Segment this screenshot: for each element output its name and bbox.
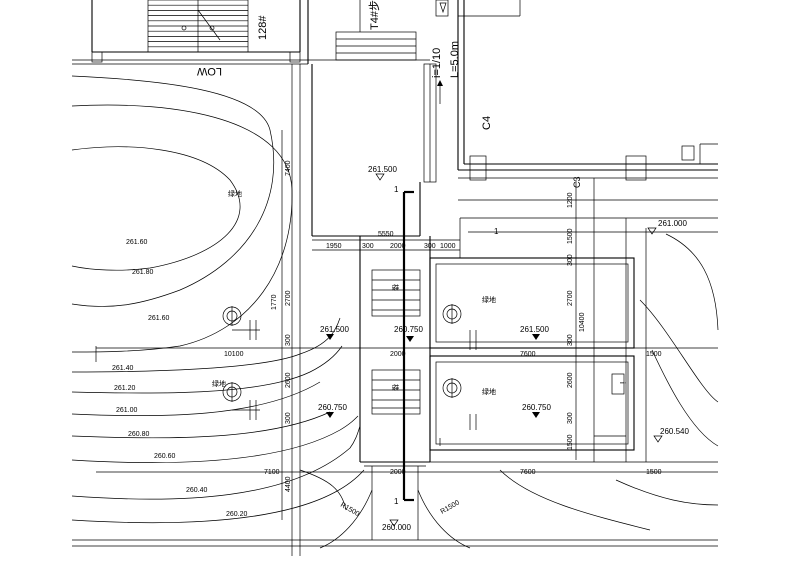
dimension-label: 300 — [567, 254, 574, 266]
contour-label: 261.20 — [114, 385, 136, 392]
dimension-label: 7100 — [264, 469, 280, 476]
section-mark-bottom: 1 — [394, 497, 399, 506]
text-labels: i=1/10 L=5.0m T4#步 128# LOW C4 C3 1 1 1 … — [196, 0, 627, 506]
section-mark-top: 1 — [394, 185, 399, 194]
dimension-label: 2600 — [285, 372, 292, 388]
dimension-label: 2000 — [390, 351, 406, 358]
elevation-label: 261.500 — [368, 165, 397, 174]
elevation-label: 261.000 — [658, 219, 687, 228]
tree-symbols — [222, 304, 462, 402]
elevation-label: 260.750 — [522, 403, 551, 412]
dimension-label: 300 — [424, 243, 436, 250]
main-walkway — [291, 64, 471, 556]
dimension-label: 1000 — [440, 243, 456, 250]
dimension-label: 300 — [285, 412, 292, 424]
tree-symbol — [222, 306, 242, 326]
tree-symbol — [442, 378, 462, 398]
contour-label: 260.20 — [226, 511, 248, 518]
dimension-label: 300 — [567, 334, 574, 346]
wall-tag-label: LOW — [196, 65, 222, 77]
green-space-label: 绿地 — [482, 387, 496, 396]
elevation-label: 260.540 — [660, 427, 689, 436]
elevation-label: 261.500 — [320, 325, 349, 334]
contour-labels: 261.60 261.80 261.60 261.40 261.20 261.0… — [112, 239, 248, 518]
column-c3-label: C3 — [572, 176, 582, 188]
stair-tag-label: T4#步 — [368, 0, 381, 30]
dimension-label: 2000 — [390, 469, 406, 476]
stair-label-b: 楼 — [391, 384, 400, 391]
contour-label: 260.80 — [128, 431, 150, 438]
dimension-label: 2000 — [390, 243, 406, 250]
dimension-label: 1500 — [567, 228, 574, 244]
dimension-label: 1200 — [567, 192, 574, 208]
drainage-channel — [423, 63, 443, 183]
elevation-label: 260.750 — [318, 403, 347, 412]
dimension-label: 1500 — [646, 351, 662, 358]
contour-label: 261.80 — [132, 269, 154, 276]
dimension-label: 4400 — [285, 476, 292, 492]
dimension-label: 1950 — [326, 243, 342, 250]
green-space-label: 绿地 — [212, 379, 226, 388]
dimension-label: 2600 — [567, 372, 574, 388]
dimension-labels: 5550 1950 300 2000 300 1000 7400 1770 27… — [224, 160, 662, 518]
dimension-label: 1770 — [271, 294, 278, 310]
radius-label: R1500 — [440, 499, 461, 515]
elevation-label: 260.750 — [394, 325, 423, 334]
tree-symbol — [222, 382, 242, 402]
dimension-label: 2700 — [567, 290, 574, 306]
dimension-label: 300 — [567, 412, 574, 424]
dimension-label: 1500 — [646, 469, 662, 476]
entry-steps — [335, 0, 449, 61]
dimension-lines — [72, 130, 718, 547]
dimension-label: 7600 — [520, 469, 536, 476]
elevation-markers — [326, 173, 663, 527]
contour-label: 261.40 — [112, 365, 134, 372]
dimension-label: 300 — [362, 243, 374, 250]
elevation-labels: 261.500 261.000 261.500 260.750 261.500 … — [318, 165, 689, 532]
radius-label: R1500 — [339, 502, 360, 518]
green-space-label: 绿地 — [228, 189, 242, 198]
drain-slope-label: i=1/10 — [431, 48, 443, 78]
dimension-label: 2700 — [285, 290, 292, 306]
stair-label-a: 楼 — [391, 284, 400, 291]
dimension-label: 10100 — [224, 351, 244, 358]
right-building — [457, 0, 718, 201]
step-mark-label: i — [618, 382, 627, 384]
green-space-label: 绿地 — [482, 295, 496, 304]
dimension-label: 7600 — [520, 351, 536, 358]
contour-label: 260.40 — [186, 487, 208, 494]
contour-label: 260.60 — [154, 453, 176, 460]
contour-label: 261.60 — [148, 315, 170, 322]
building-stair — [147, 0, 249, 53]
drain-length-label: L=5.0m — [449, 41, 461, 78]
elevation-label: 260.000 — [382, 523, 411, 532]
contour-label: 261.00 — [116, 407, 138, 414]
column-c4-label: C4 — [481, 116, 493, 130]
walkway-stairs — [371, 269, 421, 415]
dimension-label: 10400 — [579, 312, 586, 332]
contour-lines — [71, 75, 719, 531]
tree-symbol — [442, 304, 462, 324]
dimension-label: 7400 — [285, 160, 292, 176]
section-mark-mid: 1 — [494, 227, 499, 236]
dimension-label: 1500 — [567, 434, 574, 450]
dimension-label: 5550 — [378, 231, 394, 238]
elevation-label: 261.500 — [520, 325, 549, 334]
building-number-label: 128# — [257, 15, 269, 40]
dimension-label: 300 — [285, 334, 292, 346]
contour-label: 261.60 — [126, 239, 148, 246]
